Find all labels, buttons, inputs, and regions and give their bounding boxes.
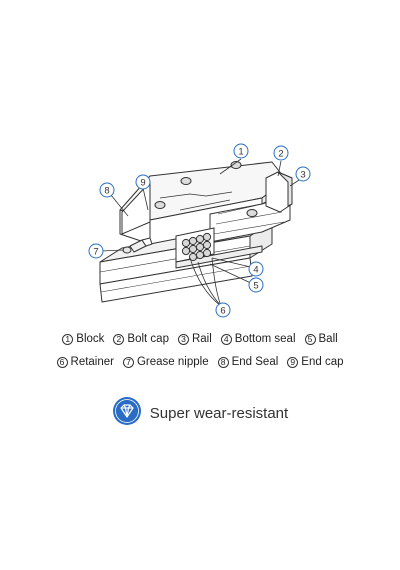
callout-6: 6	[215, 302, 231, 318]
legend-label: End Seal	[231, 356, 279, 368]
legend-number: 9	[287, 356, 299, 368]
legend-row-2: 6 Retainer 7 Grease nipple 8 End Seal 9 …	[0, 355, 400, 369]
legend-number: 3	[177, 333, 189, 345]
callout-3: 3	[295, 166, 311, 182]
legend-number: 6	[56, 356, 68, 368]
legend-item-grease-nipple: 7 Grease nipple	[122, 355, 209, 369]
svg-text:3: 3	[300, 170, 305, 181]
callout-2: 2	[273, 145, 289, 161]
diamond-badge-icon	[112, 396, 142, 431]
legend-item-ball: 5 Ball	[304, 332, 338, 346]
callout-7: 7	[88, 243, 104, 259]
legend-number: 7	[122, 356, 134, 368]
legend-row-1: 1 Block 2 Bolt cap 3 Rail 4 Bottom seal …	[0, 332, 400, 346]
callout-5: 5	[248, 277, 264, 293]
legend-label: Block	[76, 333, 105, 345]
legend-number: 5	[304, 333, 316, 345]
feature-label: Super wear-resistant	[149, 404, 289, 422]
svg-text:7: 7	[93, 247, 98, 258]
svg-text:8: 8	[104, 186, 109, 197]
svg-text:5: 5	[253, 281, 258, 292]
legend-label: End cap	[301, 356, 344, 368]
legend-item-end-cap: 9 End cap	[287, 355, 343, 369]
linear-guide-diagram: 1 2 3 4 5 6 7 8	[88, 143, 311, 318]
legend-label: Grease nipple	[136, 356, 209, 368]
legend-number: 8	[217, 356, 229, 368]
balls	[181, 232, 212, 262]
svg-text:9: 9	[140, 178, 145, 189]
callout-4: 4	[248, 261, 264, 277]
legend-item-block: 1 Block	[62, 332, 104, 346]
callout-8: 8	[99, 182, 115, 198]
parts-legend: 1 Block 2 Bolt cap 3 Rail 4 Bottom seal …	[0, 332, 400, 378]
svg-text:2: 2	[278, 149, 283, 160]
callout-1: 1	[233, 143, 249, 159]
legend-item-retainer: 6 Retainer	[56, 355, 114, 369]
legend-number: 2	[113, 333, 125, 345]
svg-text:6: 6	[220, 306, 225, 317]
legend-label: Bottom seal	[234, 333, 296, 345]
bolt-caps	[154, 161, 258, 217]
legend-label: Bolt cap	[127, 333, 169, 345]
feature-badge: Super wear-resistant	[0, 396, 400, 430]
legend-label: Ball	[318, 333, 338, 345]
legend-label: Retainer	[70, 356, 114, 368]
svg-text:1: 1	[238, 147, 243, 158]
svg-text:4: 4	[253, 265, 258, 276]
legend-item-bolt-cap: 2 Bolt cap	[113, 332, 169, 346]
legend-item-rail: 3 Rail	[177, 332, 212, 346]
callout-9: 9	[135, 174, 151, 190]
legend-item-end-seal: 8 End Seal	[217, 355, 279, 369]
legend-number: 4	[220, 333, 232, 345]
legend-item-bottom-seal: 4 Bottom seal	[220, 332, 296, 346]
legend-label: Rail	[191, 333, 212, 345]
legend-number: 1	[62, 333, 74, 345]
